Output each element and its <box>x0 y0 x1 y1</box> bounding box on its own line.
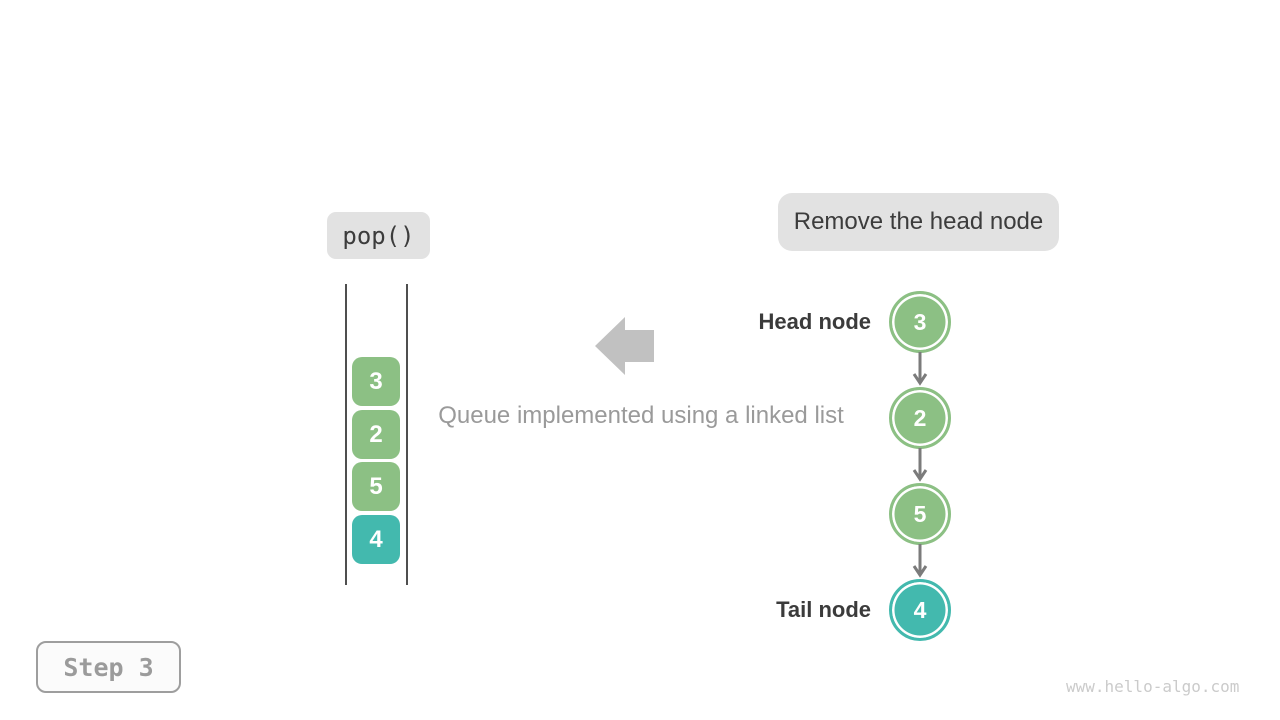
queue-item-value: 4 <box>369 525 383 553</box>
node-value: 4 <box>913 596 927 623</box>
down-arrow-icon <box>912 448 928 482</box>
queue-item: 5 <box>352 462 400 511</box>
down-arrow-icon <box>912 352 928 386</box>
action-badge: Remove the head node <box>778 193 1059 251</box>
pop-operation-badge: pop() <box>327 212 430 259</box>
queue-item-value: 5 <box>369 472 383 500</box>
node-value: 3 <box>913 308 927 335</box>
queue-item: 3 <box>352 357 400 406</box>
queue-channel <box>345 284 408 585</box>
queue-item-value: 3 <box>369 367 383 395</box>
step-badge: Step 3 <box>36 641 181 693</box>
watermark: www.hello-algo.com <box>1066 677 1240 696</box>
linked-list-node: 5 <box>889 483 951 545</box>
node-value: 2 <box>913 404 927 431</box>
linked-list-node-tail: 4 <box>889 579 951 641</box>
action-label: Remove the head node <box>793 208 1044 235</box>
step-label: Step 3 <box>63 652 154 682</box>
pop-operation-label: pop() <box>342 221 415 250</box>
node-value: 5 <box>913 500 927 527</box>
queue-item: 2 <box>352 410 400 459</box>
head-node-label: Head node <box>758 309 871 334</box>
tail-node-label: Tail node <box>776 597 871 622</box>
queue-item-value: 2 <box>369 420 383 448</box>
big-left-arrow-icon <box>595 317 654 375</box>
queue-item: 4 <box>352 515 400 564</box>
linked-list-node: 2 <box>889 387 951 449</box>
diagram-caption: Queue implemented using a linked list <box>438 402 844 429</box>
linked-list-node-head: 3 <box>889 291 951 353</box>
down-arrow-icon <box>912 544 928 578</box>
